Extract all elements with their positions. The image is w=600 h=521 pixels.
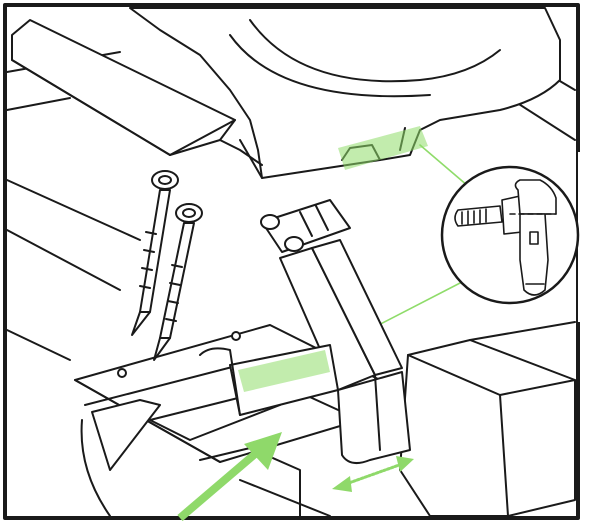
horizontal-adjustment-arrow — [332, 456, 414, 492]
insert-direction-arrow — [177, 432, 282, 521]
hook-hinge — [260, 199, 351, 253]
angle-grinder-icon — [454, 179, 557, 296]
roof-structure — [399, 321, 576, 517]
roof-tile — [129, 7, 561, 179]
screw — [153, 203, 203, 361]
tile-highlight — [338, 126, 428, 170]
roof-hook — [199, 199, 411, 465]
angle-grinder-detail — [440, 152, 598, 322]
rail-highlight — [238, 350, 330, 392]
screw — [131, 170, 179, 336]
batten — [11, 19, 263, 166]
